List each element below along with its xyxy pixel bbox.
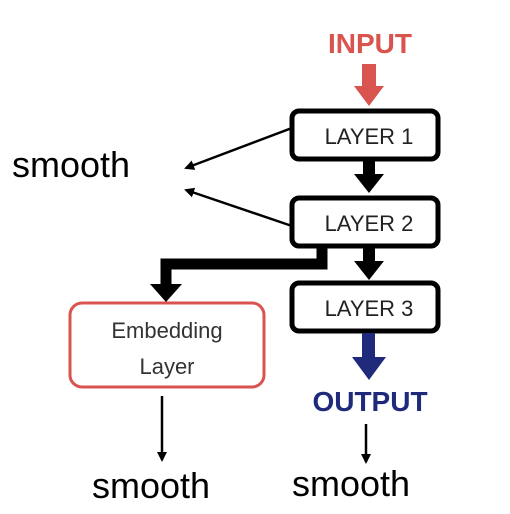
embedding-layer-label-line2: Layer [139, 354, 195, 379]
layer-3-label: LAYER 3 [324, 296, 414, 321]
embedding-layer-box [68, 301, 266, 389]
layer1-to-layer2-arrow [354, 161, 384, 193]
layer-1-label: LAYER 1 [324, 124, 414, 149]
smooth-arrow-from-layer2 [184, 187, 293, 228]
layer-2-box [289, 195, 441, 249]
layer-3-box [289, 280, 441, 334]
smooth-label-output: smooth [292, 463, 411, 504]
input-label: INPUT [328, 28, 412, 59]
smooth-arrow-from-layer1 [184, 126, 293, 170]
layer2-to-layer3-arrow [354, 248, 384, 280]
smooth-label-left: smooth [12, 144, 131, 185]
layer2-to-embedding-arrow [150, 248, 328, 302]
output-arrow [352, 333, 386, 380]
layer-2-label: LAYER 2 [324, 211, 414, 236]
input-arrow [354, 64, 384, 106]
smooth-label-embedding: smooth [92, 465, 211, 506]
embedding-layer-label-line1: Embedding [111, 318, 223, 343]
layer-1-box [289, 108, 441, 162]
output-label: OUTPUT [312, 386, 428, 417]
